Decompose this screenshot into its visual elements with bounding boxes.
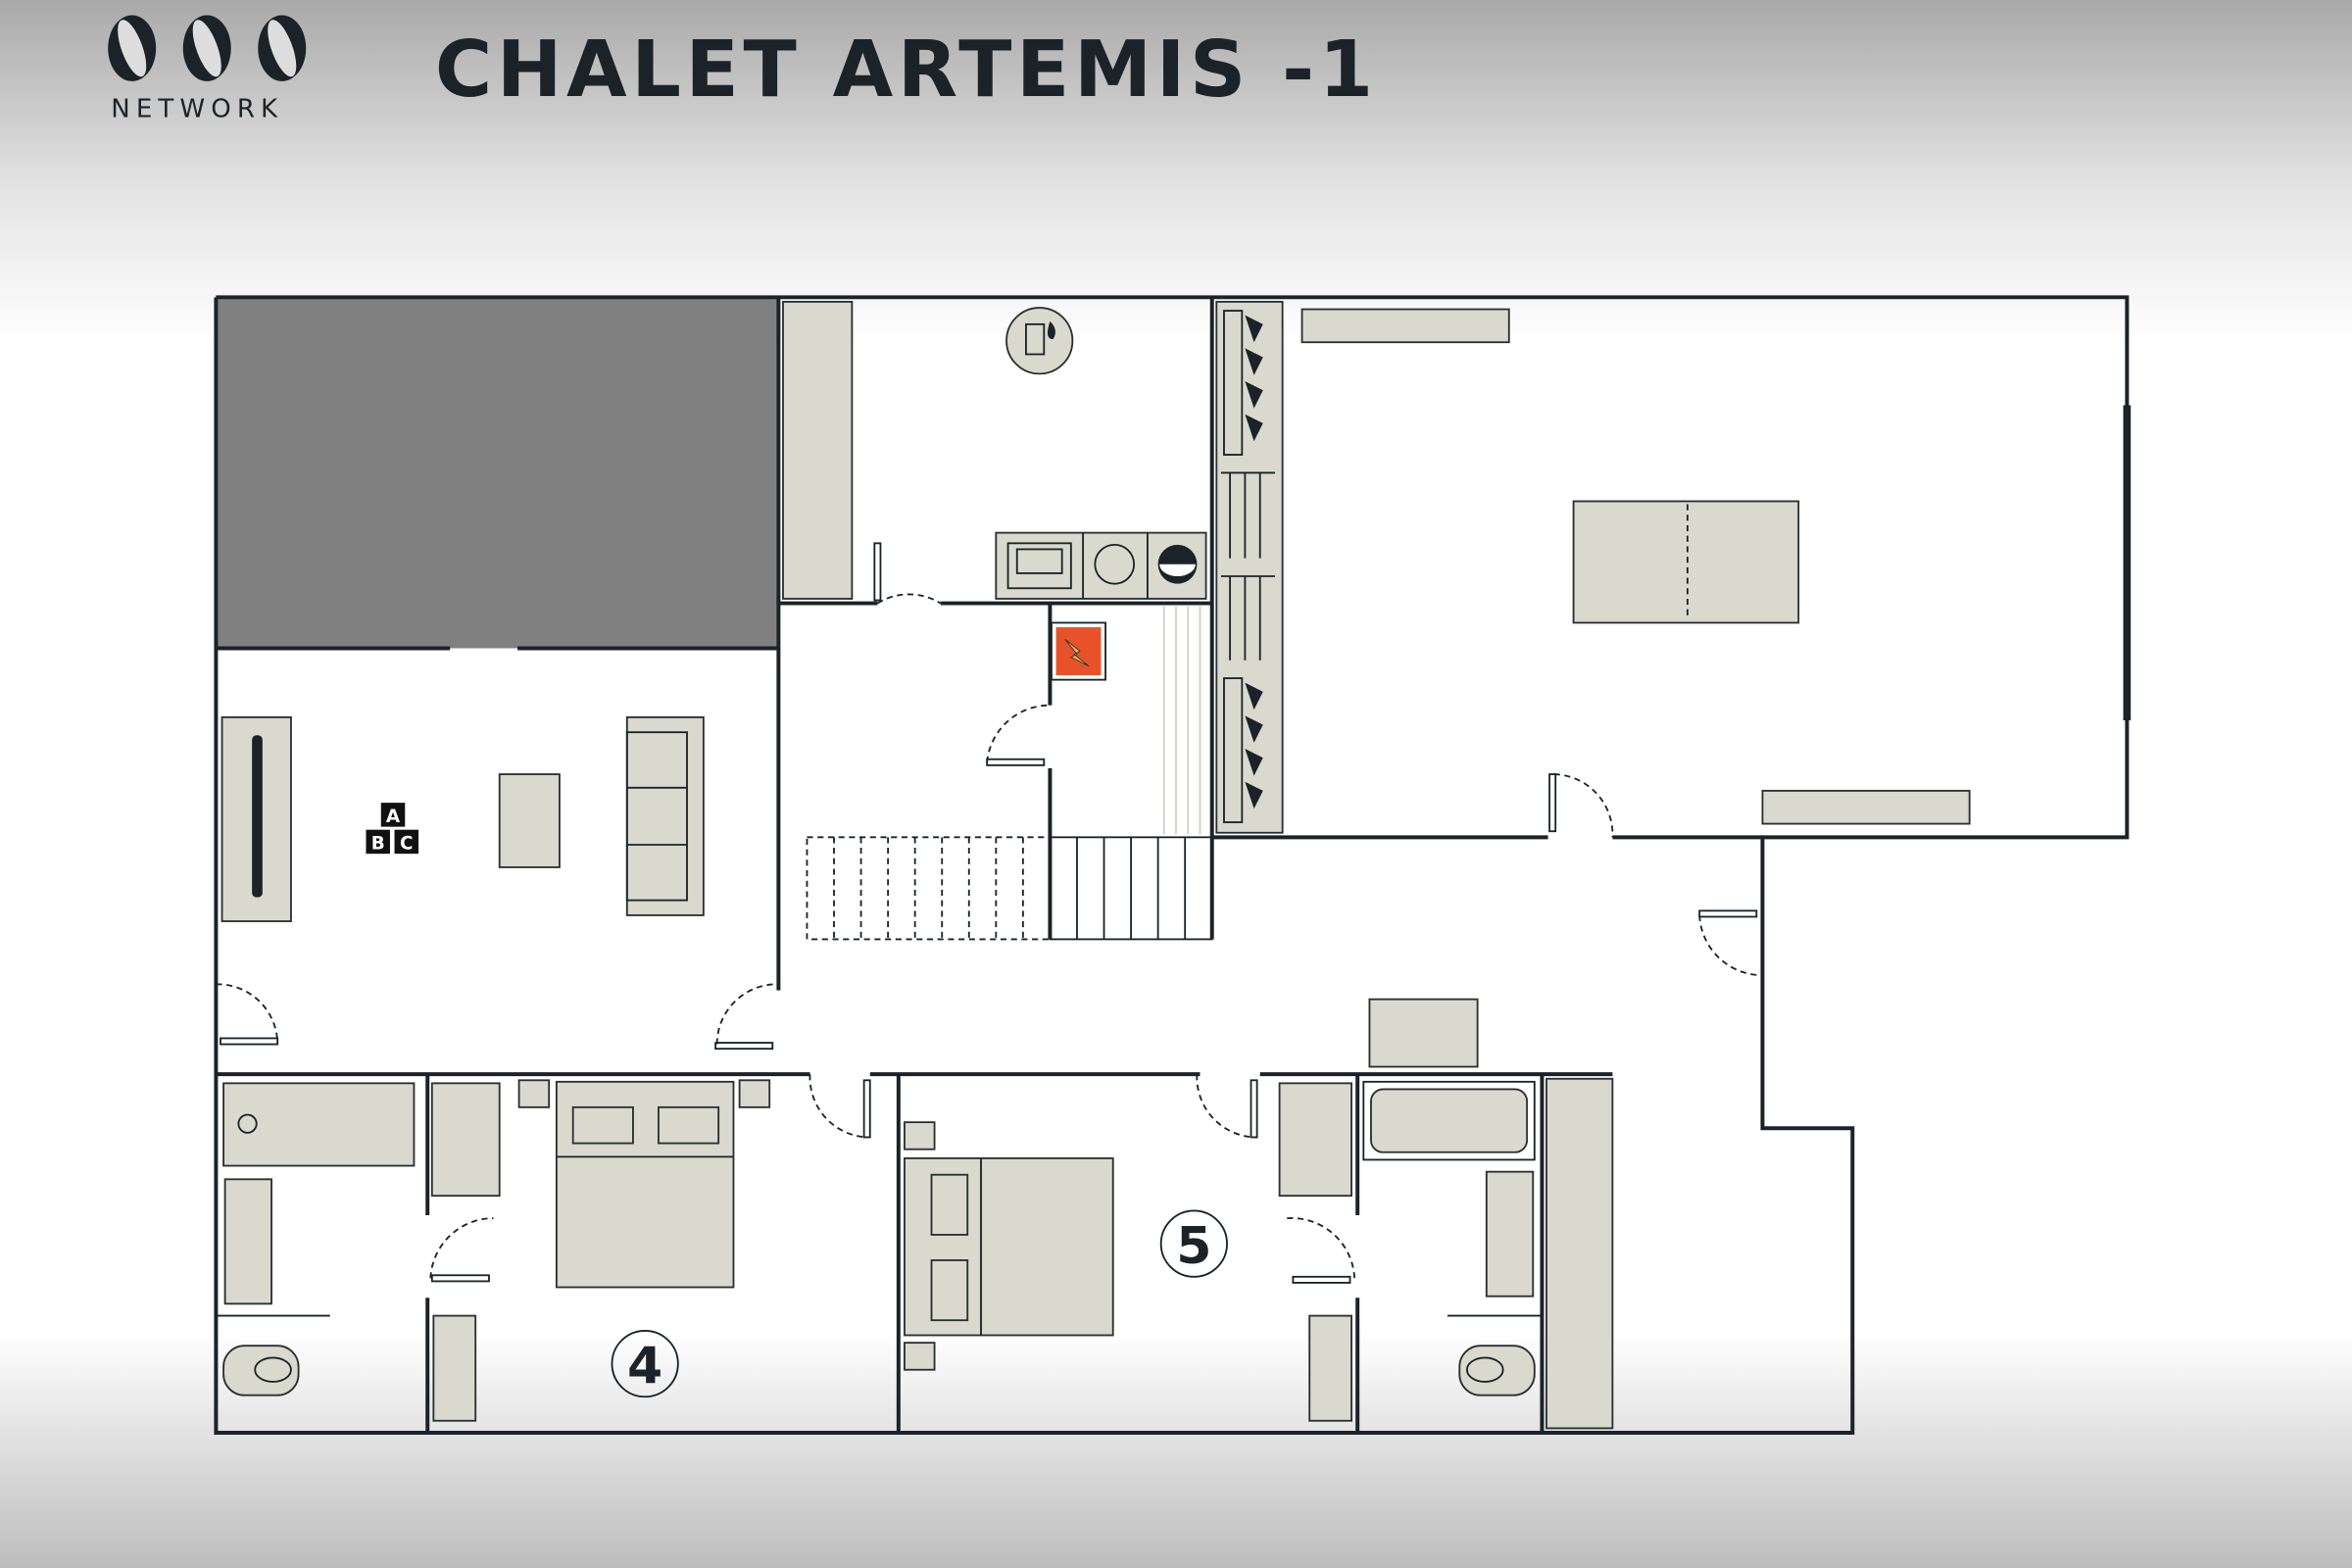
washing-machine-icon [1147, 532, 1198, 599]
nightstand [738, 1079, 771, 1108]
room-number-4: 4 [627, 1337, 662, 1396]
wardrobe [1545, 1077, 1614, 1430]
desk [1308, 1314, 1352, 1422]
wardrobe [1278, 1082, 1352, 1198]
desk [432, 1314, 477, 1422]
nightstand [904, 1121, 936, 1151]
nightstand [904, 1342, 936, 1371]
skis-icon [1220, 471, 1276, 661]
abc-letter-a: A [386, 807, 401, 827]
bathroom-sink [223, 1178, 272, 1305]
unavailable-area [216, 297, 779, 649]
room-number-5: 5 [1176, 1217, 1211, 1276]
ski-boots-icon [1223, 310, 1263, 823]
cabinet [1368, 998, 1479, 1068]
abc-games-icon: A B C [366, 803, 419, 855]
bathtub [222, 1082, 416, 1167]
sofa [625, 715, 705, 916]
nightstand [517, 1079, 551, 1108]
toilet-icon [1458, 1345, 1536, 1396]
storage-cabinet [782, 300, 854, 600]
coffee-table [498, 773, 561, 868]
bathroom-sink [1485, 1170, 1535, 1298]
electrical-panel-icon [1051, 621, 1106, 681]
ping-pong-table [1572, 500, 1800, 624]
sink-icon [1006, 542, 1072, 590]
walls [214, 295, 2132, 1435]
dryer-icon [1082, 532, 1136, 599]
double-bed [555, 1080, 735, 1289]
bathtub [1362, 1080, 1536, 1161]
room-number-badge [611, 1329, 679, 1398]
bench [1761, 789, 1971, 825]
abc-letter-b: B [371, 834, 385, 855]
toilet-icon [222, 1345, 300, 1396]
bench [1300, 308, 1510, 344]
staircase [806, 606, 1213, 941]
tv-icon [252, 735, 263, 898]
room-number-badge [1159, 1209, 1228, 1278]
logo-mark [108, 15, 307, 81]
double-bed [904, 1156, 1114, 1337]
logo: NETWORK [108, 15, 307, 124]
logo-text: NETWORK [111, 95, 283, 124]
doors [216, 542, 1763, 1284]
abc-letter-c: C [400, 834, 413, 855]
page-title: CHALET ARTEMIS -1 [435, 24, 1378, 115]
wardrobe [430, 1082, 501, 1198]
boiler-icon [1005, 307, 1074, 375]
